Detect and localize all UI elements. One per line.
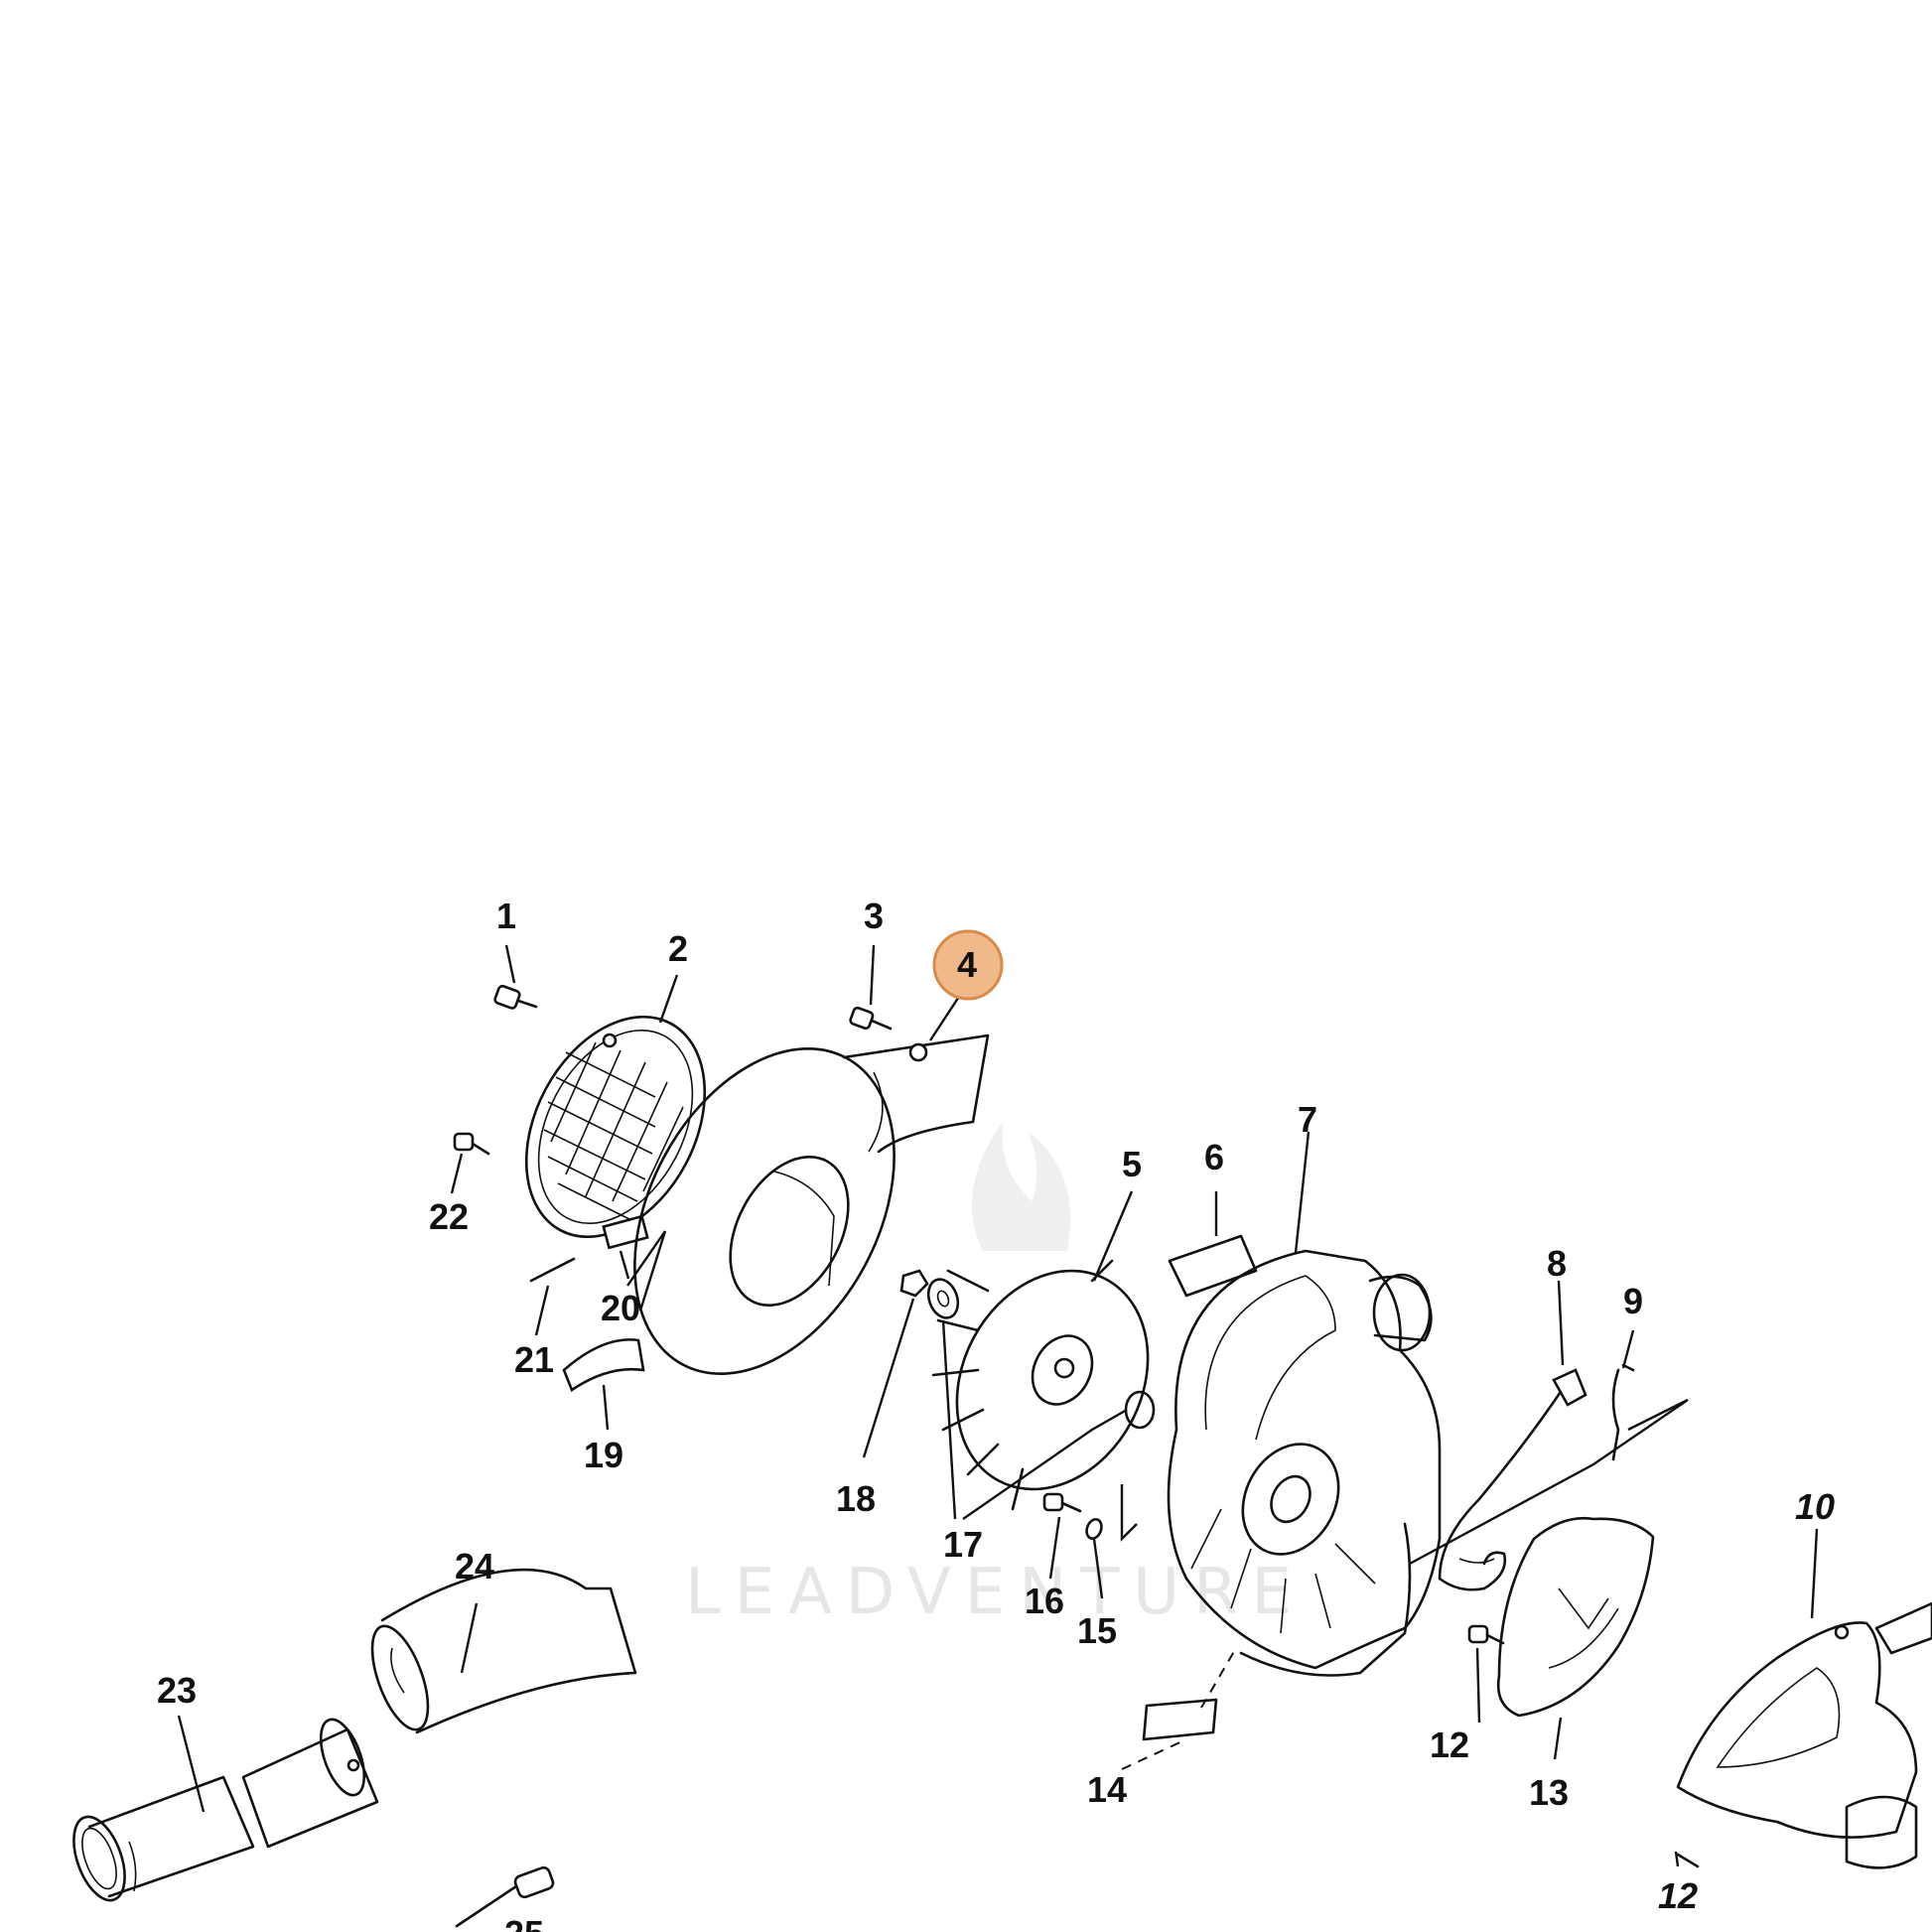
callout-6: 6 xyxy=(1204,1137,1224,1177)
callout-5: 5 xyxy=(1122,1144,1142,1184)
callout-10: 10 xyxy=(1795,1486,1835,1527)
callout-4-highlight-circle xyxy=(932,929,1004,1001)
part-handle-19 xyxy=(562,1338,645,1392)
part-tube-middle xyxy=(241,1718,379,1849)
part-screw-16 xyxy=(1042,1492,1082,1513)
callout-21: 21 xyxy=(514,1339,554,1380)
callout-2: 2 xyxy=(668,928,688,969)
part-starter-cover-2 xyxy=(524,1015,707,1250)
callout-9: 9 xyxy=(1623,1281,1643,1321)
part-main-housing-7 xyxy=(1167,1249,1442,1677)
callout-24: 24 xyxy=(455,1546,494,1587)
part-tube-23 xyxy=(72,1775,255,1902)
callout-12-left: 12 xyxy=(1430,1725,1469,1765)
leader-lines xyxy=(177,944,1819,1867)
part-impeller-5 xyxy=(931,1259,1156,1511)
callout-7: 7 xyxy=(1298,1099,1317,1140)
part-clamp-25 xyxy=(455,1865,555,1928)
callout-14: 14 xyxy=(1087,1769,1127,1810)
part-screw-3 xyxy=(849,1006,893,1031)
callout-3: 3 xyxy=(864,896,884,936)
watermark: LEADVENTURE xyxy=(685,1122,1306,1629)
part-label-14 xyxy=(1142,1698,1218,1741)
callout-17: 17 xyxy=(943,1524,983,1565)
part-nozzle-24 xyxy=(370,1568,637,1734)
callout-18: 18 xyxy=(836,1478,876,1519)
callout-15: 15 xyxy=(1077,1610,1117,1651)
part-lever-8 xyxy=(1438,1368,1587,1591)
callout-19: 19 xyxy=(584,1435,623,1475)
callout-8: 8 xyxy=(1547,1243,1567,1284)
part-pin-12b xyxy=(1676,1853,1700,1868)
callout-16: 16 xyxy=(1025,1581,1064,1621)
part-fan-housing xyxy=(633,1034,990,1375)
part-rear-cover-10 xyxy=(1676,1621,1918,1869)
callout-23: 23 xyxy=(157,1670,197,1711)
part-cover-13 xyxy=(1496,1516,1655,1718)
callout-4: 4 xyxy=(957,944,977,985)
part-screw-1 xyxy=(493,984,538,1010)
part-label-right xyxy=(1874,1601,1932,1655)
part-screw-12a xyxy=(1467,1624,1505,1645)
part-washer-17 xyxy=(926,1278,960,1319)
watermark-flame-icon xyxy=(971,1122,1071,1251)
callout-1: 1 xyxy=(496,896,516,936)
watermark-text: LEADVENTURE xyxy=(685,1556,1306,1629)
callout-22: 22 xyxy=(429,1196,469,1237)
part-label-6 xyxy=(1168,1234,1258,1298)
part-nut-18 xyxy=(899,1269,929,1298)
part-pin-21 xyxy=(529,1257,576,1283)
callout-4-highlighted[interactable]: 4 xyxy=(932,929,1004,1001)
callout-25: 25 xyxy=(504,1913,544,1932)
part-washer-15 xyxy=(1085,1518,1103,1540)
part-screw-22 xyxy=(453,1132,490,1156)
callout-20: 20 xyxy=(601,1288,640,1328)
callouts: 1 2 3 4 5 6 7 8 9 10 12 12 13 14 15 16 1… xyxy=(157,896,1835,1932)
callout-12-right: 12 xyxy=(1658,1875,1698,1916)
callout-13: 13 xyxy=(1529,1772,1569,1813)
